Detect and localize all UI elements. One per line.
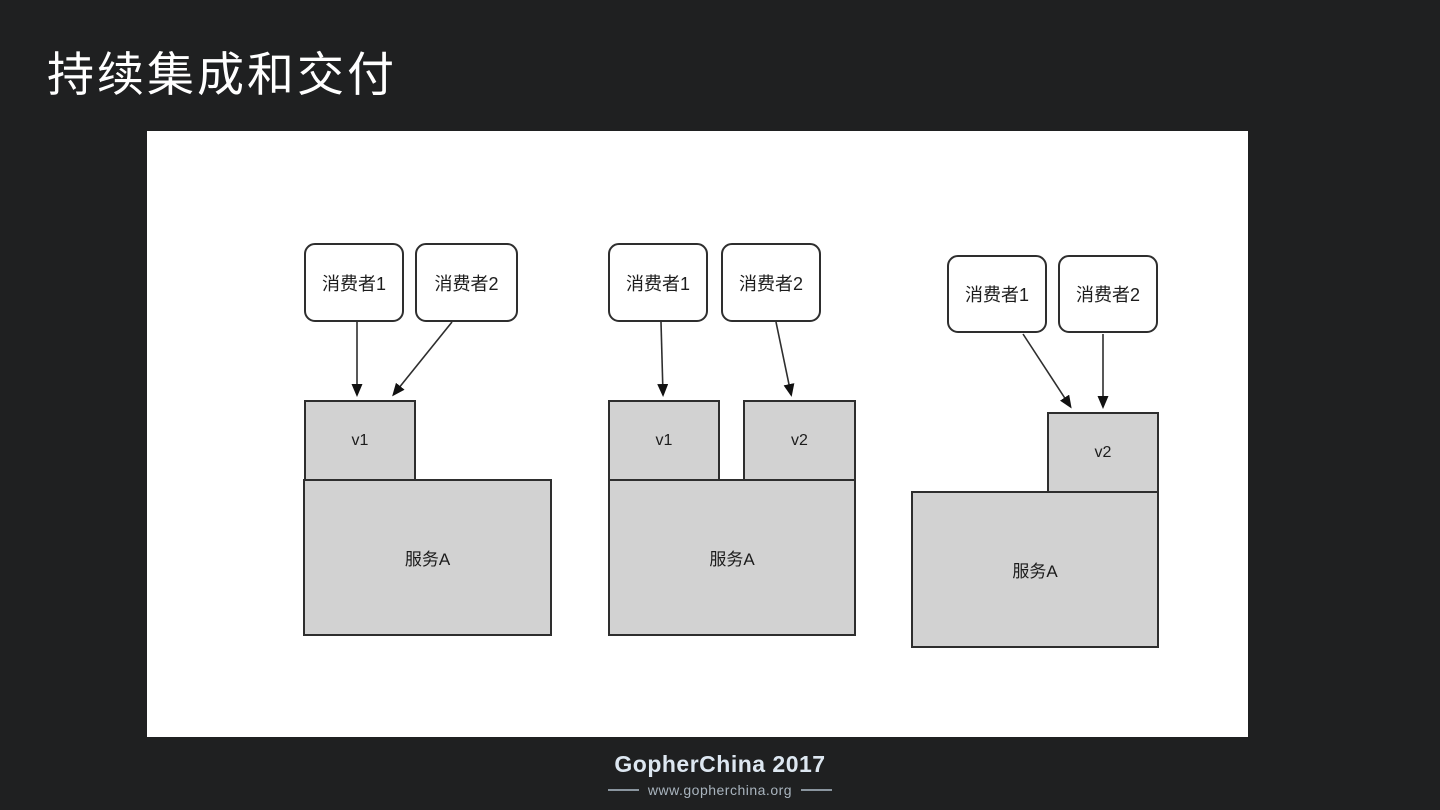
version-box: v2 (1047, 412, 1159, 493)
dash-line-right (801, 789, 833, 791)
version-box: v1 (608, 400, 720, 481)
arrow-g3-consumer1-to-v2 (1022, 333, 1072, 409)
service-box: 服务A (911, 491, 1159, 648)
page-title: 持续集成和交付 (47, 48, 397, 101)
arrow-g1-consumer2-to-v1 (392, 321, 453, 397)
version-box: v2 (743, 400, 856, 481)
footer: GopherChina 2017 www.gopherchina.org (0, 751, 1440, 798)
footer-brand: GopherChina 2017 (614, 751, 826, 777)
diagram-panel: 消费者1 消费者2 v1 服务A 消费者1 消费者2 v1 v2 服务A 消费者… (147, 131, 1248, 737)
footer-url: www.gopherchina.org (647, 782, 793, 798)
service-box: 服务A (608, 479, 856, 636)
consumer-box: 消费者2 (721, 243, 821, 322)
consumer-box: 消费者2 (415, 243, 518, 322)
service-box: 服务A (303, 479, 552, 636)
consumer-box: 消费者1 (608, 243, 708, 322)
consumer-box: 消费者1 (947, 255, 1047, 333)
consumer-box: 消费者2 (1058, 255, 1158, 333)
version-box: v1 (304, 400, 416, 481)
footer-url-row: www.gopherchina.org (0, 782, 1440, 798)
arrow-g2-consumer1-to-v1 (657, 321, 669, 397)
arrow-g2-consumer2-to-v2 (775, 321, 795, 397)
consumer-box: 消费者1 (304, 243, 404, 322)
dash-line-left (607, 789, 639, 791)
